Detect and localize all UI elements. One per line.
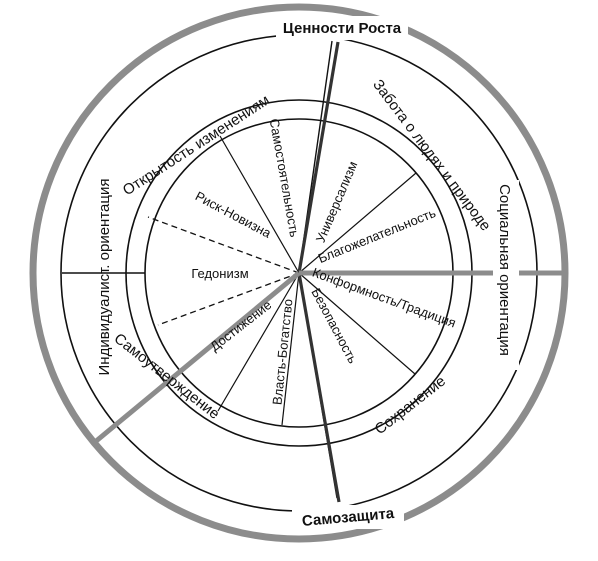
label-openness: Открытость изменениям xyxy=(120,92,273,200)
divider-power-achievement xyxy=(217,272,300,412)
outer-label-bottom-bg xyxy=(292,505,404,529)
value-power: Власть-Богатство xyxy=(269,298,295,405)
axis-vertical-top xyxy=(297,41,340,274)
hedonism-border-lower xyxy=(157,272,300,326)
divider-power-security xyxy=(281,272,300,426)
outer-label-top-bg xyxy=(276,16,408,40)
value-hedonism: Гедонизм xyxy=(191,266,248,281)
outer-label-left: Индивидуалист. ориентация xyxy=(96,179,113,376)
divider-selfdirection-stimulation xyxy=(219,135,300,274)
outer-label-top: Ценности Роста xyxy=(283,20,402,37)
divider-conformity-security xyxy=(298,272,416,375)
axis-diagonal-lower-left xyxy=(93,271,301,444)
label-conservation: Сохранение xyxy=(372,373,449,439)
label-self-enhancement: Самоутверждение xyxy=(111,330,223,423)
value-stimulation: Риск-Новизна xyxy=(193,188,275,241)
axis-vertical-bottom xyxy=(297,272,341,503)
hedonism-border-upper xyxy=(147,216,300,274)
outer-label-right: Социальная ориентация xyxy=(496,184,513,356)
outer-label-right-bg xyxy=(493,180,519,370)
value-achievement: Достижение xyxy=(207,297,274,354)
value-self-direction: Самостоятельность xyxy=(267,117,303,238)
divider-universalism-benevolence xyxy=(298,172,417,274)
